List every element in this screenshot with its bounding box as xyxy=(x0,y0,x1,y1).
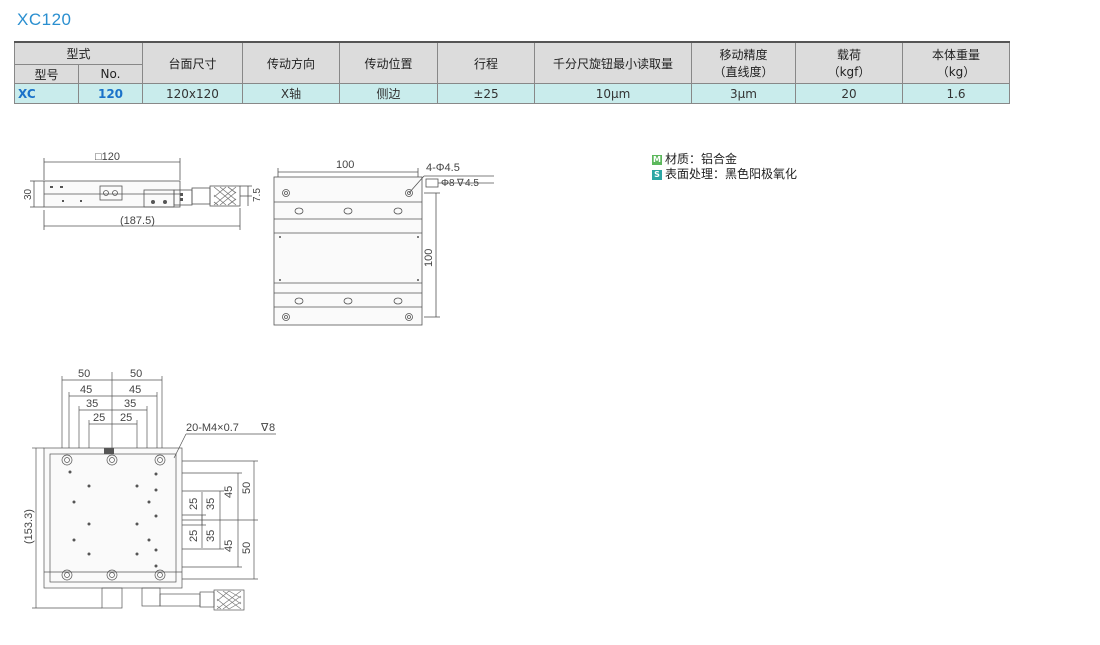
cell-no: 120 xyxy=(78,83,143,104)
header-min-reading: 千分尺旋钮最小读取量 xyxy=(534,41,692,84)
dim-plan-right-50a: 50 xyxy=(241,482,253,494)
header-type: 型式 xyxy=(14,41,143,65)
header-drive-position: 传动位置 xyxy=(339,41,438,84)
dim-side-height: 30 xyxy=(23,188,34,200)
header-weight-line2: （kg） xyxy=(936,65,976,79)
cell-table-size: 120x120 xyxy=(142,83,243,104)
counterbore-callout: Φ8 xyxy=(441,178,455,189)
cell-drive-position: 侧边 xyxy=(339,83,438,104)
header-no: No. xyxy=(78,64,143,84)
header-load-line2: （kgf） xyxy=(827,65,871,79)
cell-min-reading: 10μm xyxy=(534,83,692,104)
material-badge: M xyxy=(652,154,662,165)
top-view-drawing: 100 100 4-Φ4.5 Φ8 ∇ 4.5 xyxy=(273,159,494,326)
dim-plan-top-25b: 25 xyxy=(120,412,132,424)
header-drive-direction: 传动方向 xyxy=(242,41,340,84)
header-accuracy-line2: （直线度） xyxy=(713,65,774,79)
counterbore-depth: 4.5 xyxy=(465,178,479,189)
dim-plan-top-45a: 45 xyxy=(80,384,92,396)
dim-plan-top-50b: 50 xyxy=(130,368,142,380)
header-load: 载荷 （kgf） xyxy=(795,41,903,84)
table-row: XC 120 120x120 X轴 侧边 ±25 10μm 3μm 20 1.6 xyxy=(14,83,1010,104)
header-weight: 本体重量 （kg） xyxy=(902,41,1010,84)
header-accuracy-line1: 移动精度 xyxy=(719,48,768,62)
tap-depth-symbol: ∇ xyxy=(260,422,269,434)
notes: M 材质：铝合金 S 表面处理：黑色阳极氧化 xyxy=(652,152,797,182)
header-travel: 行程 xyxy=(437,41,535,84)
dim-plan-top-25a: 25 xyxy=(93,412,105,424)
dim-plan-right-50b: 50 xyxy=(241,542,253,554)
hole-callout: 4-Φ4.5 xyxy=(426,162,460,174)
dim-plan-top-50a: 50 xyxy=(78,368,90,380)
tap-depth: 8 xyxy=(269,422,275,434)
cell-weight: 1.6 xyxy=(902,83,1010,104)
material-text: 材质：铝合金 xyxy=(665,152,738,166)
spec-table: 型式 台面尺寸 传动方向 传动位置 行程 千分尺旋钮最小读取量 移动精度 （直线… xyxy=(14,41,1010,104)
header-load-line1: 载荷 xyxy=(836,48,861,62)
dim-plan-top-45b: 45 xyxy=(129,384,141,396)
dim-plan-total: (153.3) xyxy=(23,509,35,544)
header-table-size: 台面尺寸 xyxy=(142,41,243,84)
dim-plan-top-35a: 35 xyxy=(86,398,98,410)
dim-plan-right-35b: 35 xyxy=(205,530,217,542)
cell-load: 20 xyxy=(795,83,903,104)
plan-view-drawing: 50 50 45 45 35 35 25 25 20-M4×0.7 ∇ 8 25… xyxy=(23,368,276,611)
header-weight-line1: 本体重量 xyxy=(931,48,980,62)
dim-side-right: 7.5 xyxy=(252,188,263,202)
note-surface: S 表面处理：黑色阳极氧化 xyxy=(652,167,797,182)
header-model: 型号 xyxy=(14,64,79,84)
tap-callout: 20-M4×0.7 xyxy=(186,422,239,434)
dim-top-width: 100 xyxy=(336,159,354,171)
cell-accuracy: 3μm xyxy=(691,83,796,104)
note-material: M 材质：铝合金 xyxy=(652,152,797,167)
dim-plan-right-25a: 25 xyxy=(188,498,200,510)
dim-side-top: □120 xyxy=(95,151,120,163)
dim-plan-right-45a: 45 xyxy=(223,486,235,498)
side-view-drawing: □120 30 7.5 (187.5) xyxy=(23,151,263,230)
dim-plan-right-35a: 35 xyxy=(205,498,217,510)
cell-travel: ±25 xyxy=(437,83,535,104)
surface-badge: S xyxy=(652,169,662,180)
page-title: XC120 xyxy=(17,10,72,29)
dim-top-height: 100 xyxy=(423,249,435,267)
counterbore-depth-symbol: ∇ xyxy=(456,178,464,189)
dim-plan-right-45b: 45 xyxy=(223,540,235,552)
cell-drive-direction: X轴 xyxy=(242,83,340,104)
cell-model: XC xyxy=(14,83,79,104)
dim-side-length: (187.5) xyxy=(120,215,155,227)
header-accuracy: 移动精度 （直线度） xyxy=(691,41,796,84)
dim-plan-right-25b: 25 xyxy=(188,530,200,542)
surface-text: 表面处理：黑色阳极氧化 xyxy=(665,167,798,181)
dim-plan-top-35b: 35 xyxy=(124,398,136,410)
